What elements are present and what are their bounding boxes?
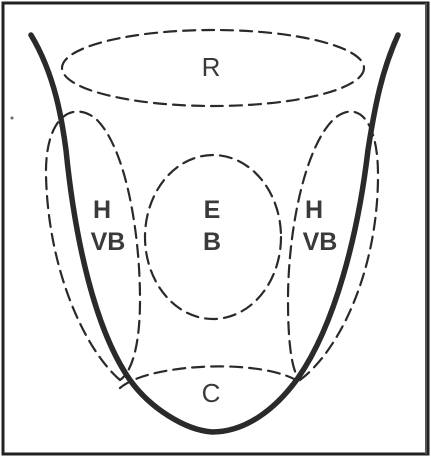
label-r: R xyxy=(202,52,221,82)
region-hvb-right-outline xyxy=(286,110,380,382)
label-c: C xyxy=(202,378,221,408)
label-eb-top: E xyxy=(204,196,221,224)
label-hvb-left-bottom: VB xyxy=(91,228,126,256)
label-hvb-left-top: H xyxy=(93,196,111,224)
label-hvb-right-bottom: VB xyxy=(303,228,338,256)
label-eb-bottom: B xyxy=(203,228,221,256)
region-eb-outline xyxy=(143,153,283,321)
speck-mark xyxy=(10,116,14,120)
region-r-outline xyxy=(60,28,366,108)
region-hvb-left-outline xyxy=(44,110,142,382)
region-c-outline xyxy=(118,365,304,390)
label-hvb-right-top: H xyxy=(305,196,323,224)
u-shaped-outline xyxy=(28,32,401,435)
